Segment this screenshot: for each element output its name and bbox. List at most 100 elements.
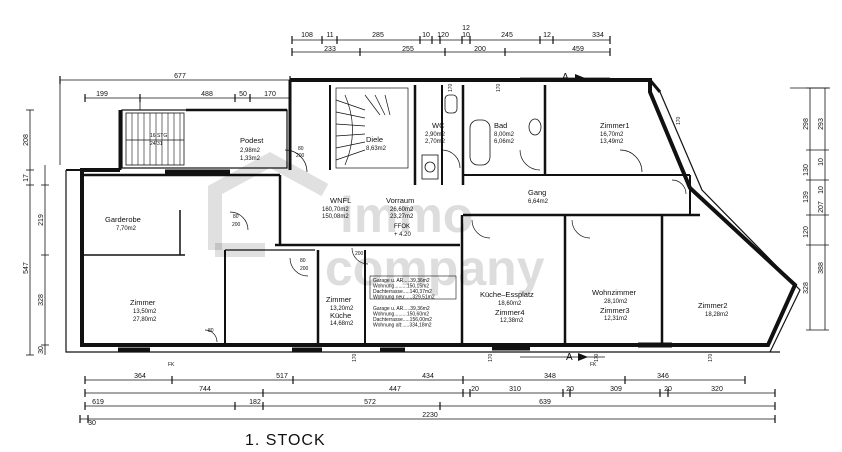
room-zimmer-kueche-area1: 13,20m2 <box>330 306 354 312</box>
left-dimension-lines <box>26 109 49 356</box>
door-dim-2: 200 <box>296 153 305 159</box>
top-dim-2: 11 <box>326 32 333 39</box>
legend-2-line-3: Dachterrasse.....156,00m2 <box>373 317 432 323</box>
room-vorraum-area1: 26,60m2 <box>390 207 414 213</box>
top-dim-6: 12 <box>462 25 470 32</box>
door-dim-11: 170 <box>594 353 600 362</box>
bottom-dim-row3-3: 572 <box>364 399 376 406</box>
room-vorraum-name: Vorraum <box>386 196 414 205</box>
door-dim-8: 80 <box>208 328 214 334</box>
right-dim-10: 388 <box>818 262 825 274</box>
outer-walls <box>65 78 801 353</box>
section-arrow-bottom-icon <box>578 353 588 361</box>
spiral-staircase <box>335 87 409 169</box>
right-dim-7: 207 <box>818 201 825 213</box>
fk-mark-2: FK <box>590 362 597 368</box>
room-zimmer2-name: Zimmer2 <box>698 301 728 310</box>
bottom-dim-row2-7: 20 <box>664 386 672 393</box>
room-kueche-essplatz-name: Küche–Essplatz <box>480 290 534 299</box>
section-marker-bottom: A <box>566 352 573 363</box>
room-wohnzimmer-name: Wohnzimmer <box>592 288 637 297</box>
room-bad-name: Bad <box>494 121 507 130</box>
room-zimmer1-area2: 13,49m2 <box>600 139 624 145</box>
legend-2-line-4: Wohnung alt:.....334,18m2 <box>373 323 432 329</box>
right-dim-1: 298 <box>803 118 810 130</box>
room-zimmer1-area1: 16,70m2 <box>600 132 624 138</box>
room-bad-area2: 6,06m2 <box>494 139 515 145</box>
door-dim-14: 170 <box>496 83 502 92</box>
left-dim-2: 17 <box>23 174 30 182</box>
left-dim-5: 328 <box>38 294 45 306</box>
bottom-dim-row2-8: 320 <box>711 386 723 393</box>
room-diele-area: 8,63m2 <box>366 146 387 152</box>
legend-1-line-2: Wohnung.........150,15m2 <box>373 284 429 290</box>
bottom-dim-row2-4: 310 <box>509 386 521 393</box>
room-wohnzimmer-area: 28,10m2 <box>604 299 628 305</box>
room-diele-name: Diele <box>366 135 383 144</box>
room-kueche-name: Küche <box>330 311 351 320</box>
right-dim-6: 10 <box>818 186 825 194</box>
floor-title: 1. STOCK <box>245 432 326 449</box>
top-dim-9: 12 <box>543 32 551 39</box>
door-dim-1: 80 <box>298 146 304 152</box>
top-dim-row2-4: 459 <box>572 46 584 53</box>
legend-1-line-1: Garage u. AR.....39,36m2 <box>373 278 430 284</box>
ffok-value: + 4.20 <box>394 232 412 238</box>
room-zimmer3-area: 12,31m2 <box>604 316 628 322</box>
room-gang-name: Gang <box>528 188 546 197</box>
room-podest-name: Podest <box>240 136 264 145</box>
room-wc-area1: 2,90m2 <box>425 132 446 138</box>
door-dim-13: 170 <box>448 83 454 92</box>
door-dim-9: 170 <box>352 353 358 362</box>
room-podest-area1: 2,98m2 <box>240 148 261 154</box>
door-dim-3: 80 <box>233 214 239 220</box>
top-dim-row4-1: 199 <box>96 91 108 98</box>
right-dim-3: 130 <box>803 164 810 176</box>
interior-walls <box>82 80 700 345</box>
door-dimensions: 80 200 80 200 80 200 200 80 170 170 170 … <box>208 83 714 362</box>
room-bad-area1: 8,00m2 <box>494 132 515 138</box>
top-dim-row2-2: 255 <box>402 46 414 53</box>
right-dimension-lines <box>790 87 830 331</box>
door-swings <box>204 149 687 343</box>
room-zimmer2-area: 18,28m2 <box>705 312 729 318</box>
bottom-dim-row2-2: 447 <box>389 386 401 393</box>
stairwell <box>118 108 288 170</box>
bottom-dim-row4-1: 30 <box>88 420 96 427</box>
bottom-dim-row4-2: 2230 <box>422 412 438 419</box>
room-podest-area2: 1,33m2 <box>240 156 261 162</box>
bottom-dimension-labels: 364 517 434 348 346 744 447 20 310 20 30… <box>88 373 723 427</box>
top-dim-4: 10 <box>422 32 430 39</box>
door-dim-4: 200 <box>232 222 241 228</box>
top-dim-5: 120 <box>437 32 449 39</box>
bottom-dimension-lines <box>79 376 776 423</box>
room-wnfl-area1: 160,70m2 <box>322 207 349 213</box>
room-labels: Podest 2,98m2 1,33m2 Diele 8,63m2 WC 2,9… <box>105 121 729 327</box>
room-wc-area2: 2,70m2 <box>425 139 446 145</box>
bottom-dim-row3-4: 639 <box>539 399 551 406</box>
legend-2-line-2: Wohnung.........150,60m2 <box>373 312 429 318</box>
right-dimension-labels: 298 293 130 10 139 10 207 120 328 388 <box>803 118 825 294</box>
bottom-dim-row2-1: 744 <box>199 386 211 393</box>
left-dim-3: 219 <box>38 214 45 226</box>
left-dim-4: 547 <box>23 262 30 274</box>
room-zimmer3-name: Zimmer3 <box>600 306 630 315</box>
door-dim-7: 200 <box>355 251 364 257</box>
ffok-label: FFOK <box>394 224 410 230</box>
left-dimension-labels: 208 17 219 547 328 30 <box>23 134 45 354</box>
watermark-line-2: company <box>325 240 545 296</box>
area-legend: Garage u. AR.....39,36m2 Wohnung........… <box>369 275 457 329</box>
top-dim-row4-2: 488 <box>201 91 213 98</box>
house-logo-icon <box>208 152 329 257</box>
right-dim-4: 10 <box>818 158 825 166</box>
stairs-dim: 24/31 <box>150 141 163 147</box>
room-kueche-area: 14,68m2 <box>330 321 354 327</box>
bottom-dim-3: 434 <box>422 373 434 380</box>
bottom-dim-row2-6: 309 <box>610 386 622 393</box>
watermark-line-1: immo <box>340 187 473 243</box>
room-gang-area: 6,64m2 <box>528 199 549 205</box>
bathroom-fixtures <box>421 94 542 180</box>
room-zimmer-left-area1: 13,50m2 <box>133 309 157 315</box>
top-dimension-lines <box>59 36 611 165</box>
